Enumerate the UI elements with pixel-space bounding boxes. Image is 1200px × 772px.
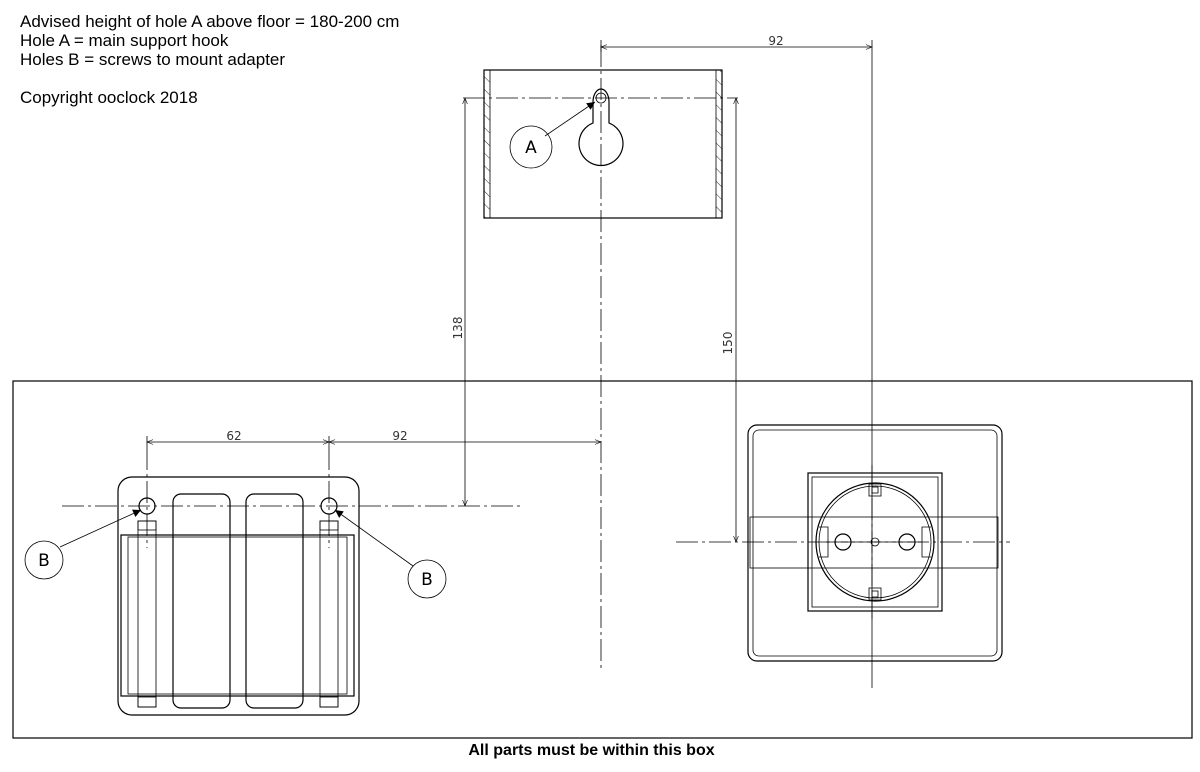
dim-vertical-right: 150 xyxy=(721,332,735,355)
dim-offset: 92 xyxy=(392,429,407,443)
note-holes-b: Holes B = screws to mount adapter xyxy=(20,50,286,69)
label-hole-b-left: B xyxy=(38,551,50,571)
hook-plate xyxy=(483,69,723,219)
adapter-plate xyxy=(117,476,360,716)
bubble-b-right xyxy=(407,559,447,599)
note-hole-a: Hole A = main support hook xyxy=(20,31,229,50)
note-copyright: Copyright ooclock 2018 xyxy=(20,88,198,107)
dim-hole-spacing: 62 xyxy=(226,429,241,443)
notes-block: Advised height of hole A above floor = 1… xyxy=(20,12,399,107)
bubble-a xyxy=(509,125,553,169)
dim-top-width: 92 xyxy=(768,34,783,48)
bubble-b-left xyxy=(24,540,64,580)
boundary-box xyxy=(12,380,1193,739)
label-hole-b-right: B xyxy=(421,570,433,590)
note-advised-height: Advised height of hole A above floor = 1… xyxy=(20,12,400,31)
footer-note: All parts must be within this box xyxy=(468,742,715,759)
socket-assembly xyxy=(747,424,1003,662)
dim-vertical-left: 138 xyxy=(451,317,465,340)
label-hole-a: A xyxy=(525,138,537,158)
